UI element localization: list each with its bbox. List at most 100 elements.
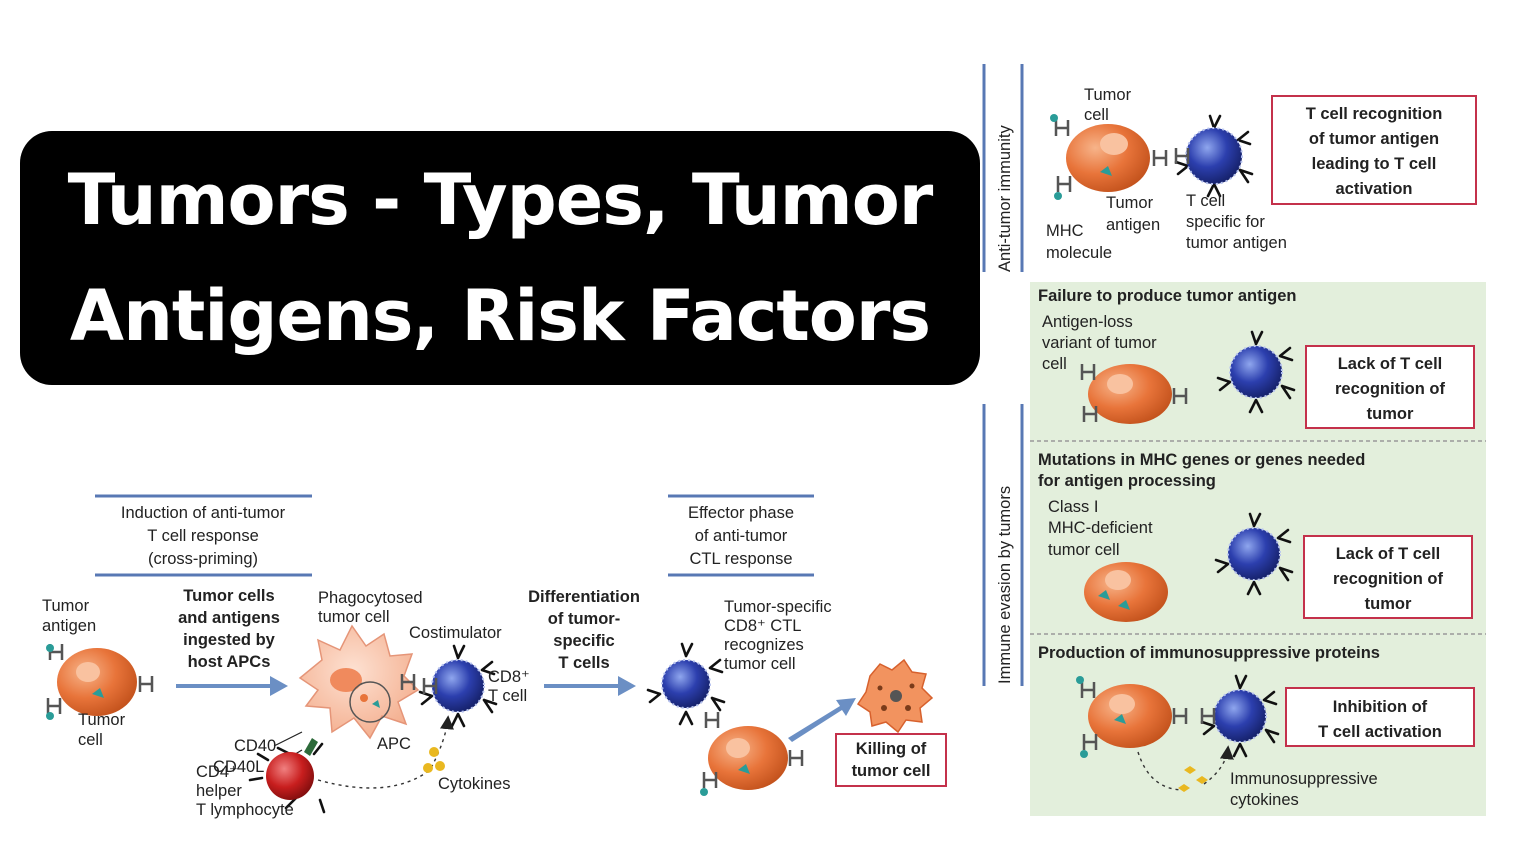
- at-tumor-cell: [1050, 114, 1168, 200]
- at-box-line-2: of tumor antigen: [1309, 130, 1439, 148]
- p3-box-line-1: Inhibition of: [1333, 698, 1428, 716]
- evasion-section: Immune evasion by tumors Failure to prod…: [982, 282, 1486, 816]
- ctl-label-3: recognizes: [724, 636, 804, 654]
- effector-header-3: CTL response: [689, 550, 792, 568]
- ctl-label-2: CD8⁺ CTL: [724, 617, 801, 635]
- at-tumor-cell-label-2: cell: [1084, 106, 1109, 124]
- anti-tumor-side-label: Anti-tumor immunity: [996, 125, 1014, 272]
- cd8-label-1: CD8⁺: [488, 668, 530, 686]
- killing-arrow: [788, 698, 856, 742]
- differentiation-arrow: [544, 676, 636, 696]
- effector-header-1: Effector phase: [688, 504, 794, 522]
- induction-header-3: (cross-priming): [148, 550, 258, 568]
- ingested-label-1: Tumor cells: [183, 587, 274, 605]
- at-result-box: [1271, 95, 1477, 205]
- at-tcell: [1174, 114, 1254, 198]
- tumor-antigen-label-1: Tumor: [42, 597, 90, 615]
- p2-title-2: for antigen processing: [1038, 472, 1216, 490]
- p1-tcell: [1216, 330, 1296, 414]
- at-mhc-label-2: molecule: [1046, 244, 1112, 262]
- p2-box-line-1: Lack of T cell: [1336, 545, 1441, 563]
- tumor-cell: [46, 642, 154, 720]
- p2-label-2: MHC-deficient: [1048, 519, 1153, 537]
- p2-title-1: Mutations in MHC genes or genes needed: [1038, 451, 1365, 469]
- ingested-label-4: host APCs: [188, 653, 271, 671]
- at-tumor-antigen-label-1: Tumor: [1106, 194, 1154, 212]
- title-line-1: Tumors - Types, Tumor: [67, 159, 934, 241]
- differentiation-label-4: T cells: [558, 654, 609, 672]
- ctl-tcell: [646, 642, 726, 730]
- tumor-cell-label-2: cell: [78, 731, 103, 749]
- apc-label: APC: [377, 735, 411, 753]
- phagocytosed-label-2: tumor cell: [318, 608, 390, 626]
- p1-label-3: cell: [1042, 355, 1067, 373]
- cd40-label: CD40: [234, 737, 276, 755]
- killing-label-1: Killing of: [856, 740, 927, 758]
- at-box-line-3: leading to T cell: [1312, 155, 1437, 173]
- p1-tumor-cell: [1080, 362, 1188, 424]
- p2-tcell: [1214, 512, 1294, 596]
- cd4-label-2: helper: [196, 782, 242, 800]
- tumor-cell-label-1: Tumor: [78, 711, 126, 729]
- title-line-2: Antigens, Risk Factors: [69, 275, 931, 357]
- p3-tcell: [1200, 674, 1280, 758]
- p3-box-line-2: T cell activation: [1318, 723, 1442, 741]
- ingested-label-2: and antigens: [178, 609, 280, 627]
- cd4-label-1: CD4⁺: [196, 763, 238, 781]
- p3-label-1: Immunosuppressive: [1230, 770, 1378, 788]
- p1-box-line-2: recognition of: [1335, 380, 1445, 398]
- p1-box-line-1: Lack of T cell: [1338, 355, 1443, 373]
- cd8-label-2: T cell: [488, 687, 527, 705]
- p1-label-1: Antigen-loss: [1042, 313, 1133, 331]
- p2-label-1: Class I: [1048, 498, 1098, 516]
- ctl-label-1: Tumor-specific: [724, 598, 832, 616]
- p2-box-line-3: tumor: [1365, 595, 1412, 613]
- at-tcell-label-2: specific for: [1186, 213, 1265, 231]
- induction-header-2: T cell response: [147, 527, 259, 545]
- induction-section: Induction of anti-tumor T cell response …: [42, 494, 530, 819]
- p2-box: [1303, 535, 1473, 619]
- costimulator-label: Costimulator: [409, 624, 502, 642]
- p3-title: Production of immunosuppressive proteins: [1038, 644, 1380, 662]
- at-tcell-label-3: tumor antigen: [1186, 234, 1287, 252]
- p2-box-line-2: recognition of: [1333, 570, 1443, 588]
- phagocytosed-label-1: Phagocytosed: [318, 589, 423, 607]
- differentiation-section: Differentiation of tumor- specific T cel…: [528, 588, 640, 696]
- title-banner: Tumors - Types, Tumor Antigens, Risk Fac…: [20, 131, 980, 385]
- ctl-label-4: tumor cell: [724, 655, 796, 673]
- at-tcell-label-1: T cell: [1186, 192, 1225, 210]
- killing-box: [835, 733, 947, 787]
- differentiation-label-1: Differentiation: [528, 588, 640, 606]
- killing-label-2: tumor cell: [852, 762, 931, 780]
- cd4-label-3: T lymphocyte: [196, 801, 294, 819]
- cd4-helper-tcell: [248, 738, 326, 814]
- p3-label-2: cytokines: [1230, 791, 1299, 809]
- at-mhc-label-1: MHC: [1046, 222, 1084, 240]
- effector-header-2: of anti-tumor: [695, 527, 788, 545]
- anti-tumor-section: Anti-tumor immunity Tumor cell Tumor ant…: [982, 64, 1477, 272]
- tumor-antigen-label-2: antigen: [42, 617, 96, 635]
- cytokines-label: Cytokines: [438, 775, 510, 793]
- effector-section: Effector phase of anti-tumor CTL respons…: [646, 494, 947, 796]
- cd8-tcell: [418, 644, 498, 728]
- p3-tumor-cell: [1076, 676, 1188, 758]
- p1-title: Failure to produce tumor antigen: [1038, 287, 1297, 305]
- ingest-arrow: [176, 676, 288, 696]
- p1-box-line-3: tumor: [1367, 405, 1414, 423]
- cd40l-label: CD40L: [213, 758, 264, 776]
- immunosuppressive-cytokines-icon: [1178, 766, 1208, 792]
- cytokines-icon: [423, 747, 445, 773]
- p1-box: [1305, 345, 1475, 429]
- differentiation-label-2: of tumor-: [548, 610, 620, 628]
- p2-tumor-cell: [1084, 562, 1168, 622]
- apc-cell: [298, 624, 420, 740]
- at-box-line-1: T cell recognition: [1306, 105, 1443, 123]
- evasion-side-label: Immune evasion by tumors: [996, 486, 1014, 684]
- effector-tumor-cell: [700, 726, 804, 796]
- induction-header-1: Induction of anti-tumor: [121, 504, 286, 522]
- ingested-label-3: ingested by: [183, 631, 276, 649]
- p2-label-3: tumor cell: [1048, 541, 1120, 559]
- at-tumor-antigen-label-2: antigen: [1106, 216, 1160, 234]
- differentiation-label-3: specific: [553, 632, 614, 650]
